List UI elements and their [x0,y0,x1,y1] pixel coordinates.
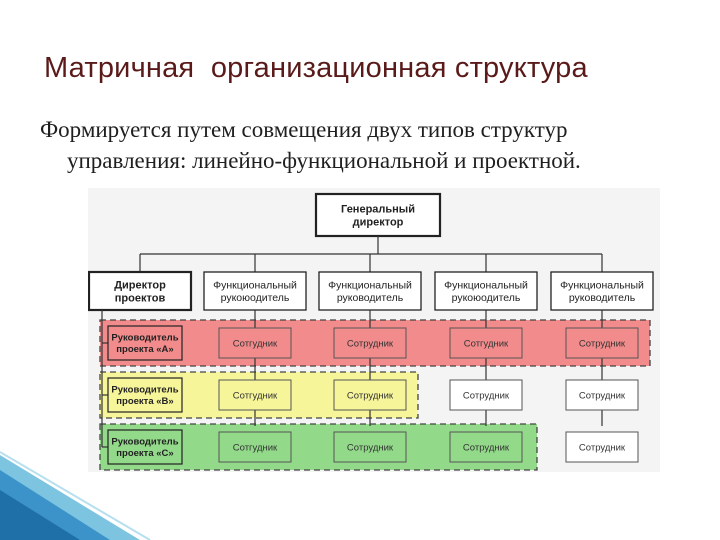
functional-head-label-2: Функциональный [444,279,528,291]
project-manager-label-2: Руководитель [111,437,178,448]
employee-box-0-3 [565,327,639,359]
functional-head-label-2: рукоюодитель [452,292,521,304]
project-manager-label-2: проекта «С» [116,448,173,459]
projects-director-label: Директор [114,279,166,291]
slide-title: Матричная организационная структура [44,52,588,84]
functional-head-label-0: рукоюодитель [221,292,290,304]
employee-label-1-0: Сотгудник [233,391,278,402]
employee-label-0-1: Сотрудник [347,339,394,350]
project-manager-label-0: Руководитель [111,333,178,344]
slide-subtitle: Формируется путем совмещения двух типов … [40,114,700,176]
employee-box-1-3 [565,379,639,411]
functional-head-box-3 [550,271,654,311]
employee-box-1-0 [218,379,292,411]
employee-label-0-0: Сотгудник [233,339,278,350]
project-manager-box-1 [107,377,183,413]
projects-director-label: проектов [115,292,166,304]
project-manager-box-2 [107,429,183,465]
project-manager-label-1: Руководитель [111,385,178,396]
subtitle-line-1: Формируется путем совмещения двух типов … [40,117,568,142]
employee-label-2-1: Сотрудник [347,443,394,454]
projects-director-box [88,270,193,312]
employee-box-0-2 [449,327,523,359]
employee-label-2-2: Сотрудник [463,443,510,454]
project-manager-box-0 [107,325,183,361]
functional-head-box-1 [318,271,422,311]
employee-box-2-1 [333,431,407,463]
functional-head-box-2 [434,271,538,311]
employee-box-2-3 [565,431,639,463]
project-manager-label-1: проекта «В» [116,396,173,407]
employee-label-1-2: Сотрудник [463,391,510,402]
project-manager-label-0: проекта «А» [116,344,173,355]
functional-head-label-1: Функциональный [328,279,412,291]
functional-head-label-1: руководитель [337,292,404,304]
employee-box-1-2 [449,379,523,411]
employee-box-1-1 [333,379,407,411]
functional-head-label-3: Функциональный [560,279,644,291]
employee-label-2-0: Сотгудник [233,443,278,454]
ceo-label: Генеральный [341,203,415,215]
employee-label-2-3: Сотрудник [579,443,626,454]
employee-label-1-3: Сотрудник [579,391,626,402]
employee-label-1-1: Сотрудник [347,391,394,402]
employee-box-2-0 [218,431,292,463]
functional-head-label-3: руководитель [569,292,636,304]
employee-label-0-3: Сотрудник [579,339,626,350]
ceo-label: директор [353,216,404,228]
employee-box-2-2 [449,431,523,463]
employee-box-0-1 [333,327,407,359]
employee-box-0-0 [218,327,292,359]
employee-label-0-2: Сотгудник [464,339,509,350]
subtitle-line-2: управления: линейно-функциональной и про… [67,148,581,173]
functional-head-label-0: Функциональный [213,279,297,291]
functional-head-box-0 [203,271,307,311]
